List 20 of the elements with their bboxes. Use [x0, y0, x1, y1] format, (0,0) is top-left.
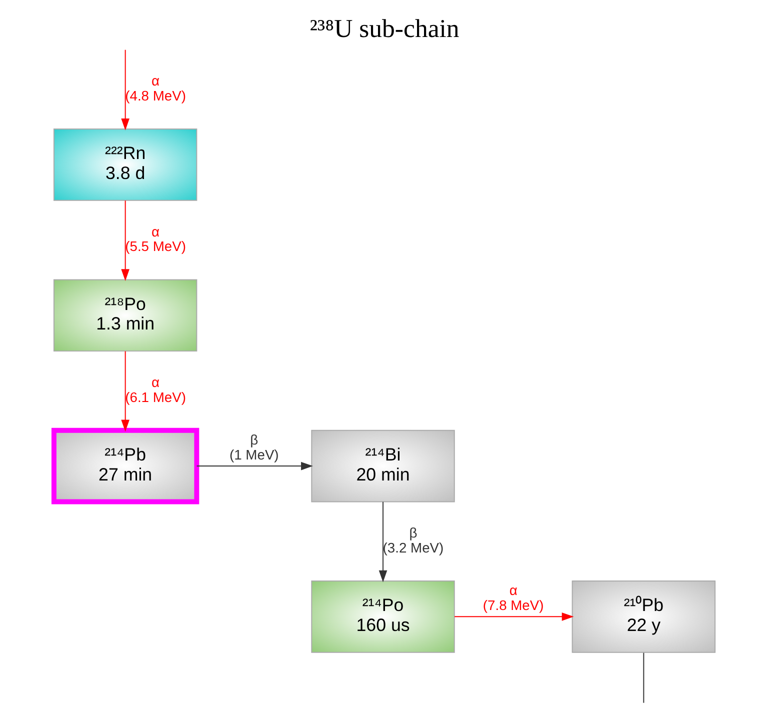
edge-label: α (5.5 MeV)	[124, 223, 186, 254]
edge-label: β (3.2 MeV)	[382, 524, 444, 556]
arrow	[378, 501, 387, 582]
edge-label: α (6.1 MeV)	[124, 374, 186, 405]
edge-label: α (7.8 MeV)	[482, 582, 544, 613]
edge-label: α (4.8 MeV)	[124, 72, 186, 104]
arrow	[120, 350, 129, 432]
arrow	[454, 612, 574, 621]
node-box: ²²²Rn 3.8 d	[52, 128, 197, 201]
connector	[642, 652, 644, 704]
edge-label: β (1 MeV)	[229, 431, 278, 462]
diagram-title: ²³⁸U sub-chain	[309, 14, 459, 43]
node-box: ²¹⁴Pb 27 min	[50, 428, 199, 504]
node-box: ²¹⁰Pb 22 y	[571, 580, 716, 653]
arrow	[120, 49, 129, 130]
arrow	[196, 462, 312, 470]
node-box: ²¹⁴Po 160 us	[310, 580, 454, 653]
node-box: ²¹⁸Po 1.3 min	[52, 279, 197, 352]
arrow	[120, 200, 129, 281]
node-box: ²¹⁴Bi 20 min	[310, 430, 454, 502]
